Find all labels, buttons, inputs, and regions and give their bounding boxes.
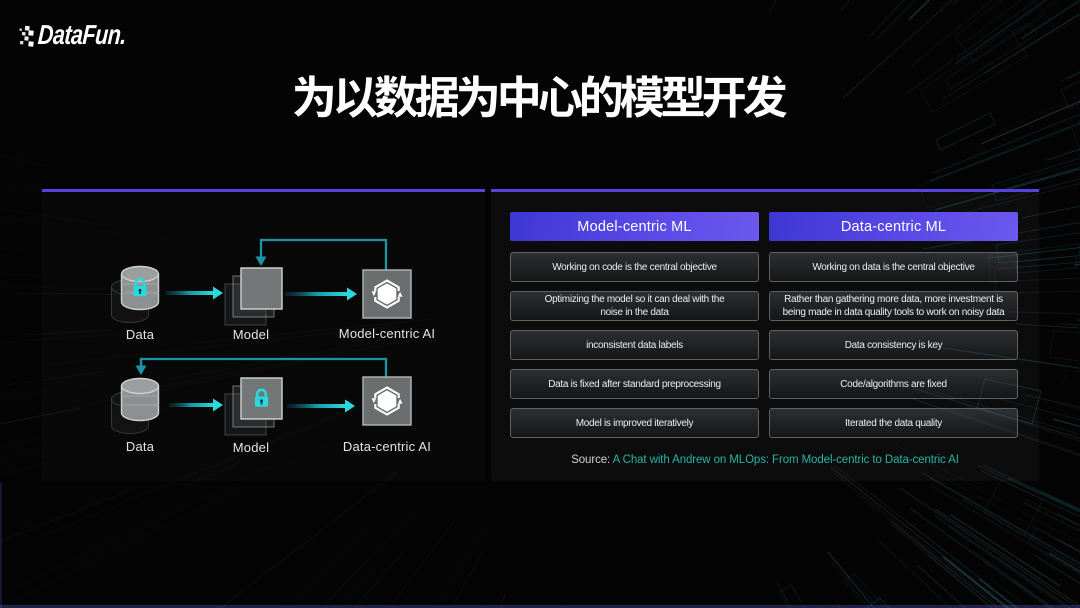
label-model-centric-ai: Model-centric AI — [338, 326, 436, 341]
comparison-cell-text: Rather than gathering more data, more in… — [782, 294, 1005, 318]
lock-icon — [254, 388, 269, 407]
comparison-cell-text: Code/algorithms are fixed — [840, 378, 947, 390]
comparison-cell-text: inconsistent data labels — [586, 339, 683, 351]
datafun-logo: DataFun. — [17, 19, 128, 51]
source-prefix: Source: — [571, 454, 611, 466]
comparison-cell-text: Iterated the data quality — [844, 417, 943, 429]
comparison-cell: Model is improved iteratively — [510, 408, 759, 438]
lock-icon — [133, 278, 147, 297]
header-model-centric-ml: Model-centric ML — [510, 212, 759, 241]
ai-hexagon-icon — [371, 386, 403, 416]
comparison-cell: inconsistent data labels — [510, 330, 759, 360]
feedback-arrow — [135, 357, 388, 378]
label-model-2: Model — [232, 440, 270, 455]
comparison-cell: Optimizing the model so it can deal with… — [510, 291, 759, 321]
database-icon — [111, 377, 160, 434]
source-link[interactable]: A Chat with Andrew on MLOps: From Model-… — [612, 454, 959, 466]
left-edge-glow — [0, 483, 2, 608]
bottom-edge-glow — [0, 605, 1080, 608]
comparison-cell: Rather than gathering more data, more in… — [769, 291, 1018, 321]
comparison-cell-text: Data consistency is key — [844, 339, 943, 351]
source-line: Source: A Chat with Andrew on MLOps: Fro… — [491, 454, 1039, 466]
label-model-1: Model — [232, 327, 270, 342]
model-centric-ai-icon — [362, 269, 412, 319]
comparison-cell: Working on code is the central objective — [510, 252, 759, 282]
comparison-cell-text: Optimizing the model so it can deal with… — [544, 294, 725, 318]
comparison-panel: Model-centric ML Data-centric ML Working… — [491, 189, 1039, 481]
comparison-cell-text: Working on code is the central objective — [552, 261, 717, 273]
model-icon — [224, 377, 283, 436]
database-icon — [111, 265, 160, 323]
diagram-panel: Data Model Model-centric AI Data Model D… — [42, 189, 485, 481]
label-data-1: Data — [125, 327, 155, 342]
label-data-2: Data — [125, 439, 155, 454]
header-data-centric-ml: Data-centric ML — [769, 212, 1018, 241]
comparison-cell: Data is fixed after standard preprocessi… — [510, 369, 759, 399]
comparison-cell: Data consistency is key — [769, 330, 1018, 360]
page-title-svg — [294, 75, 787, 118]
flow-arrow — [287, 399, 355, 413]
model-icon — [224, 267, 283, 326]
page-title: 为以数据为中心的模型开发 — [294, 75, 787, 118]
logo-pixels-icon — [19, 25, 34, 47]
flow-arrow — [165, 286, 223, 300]
data-centric-ai-icon — [362, 376, 412, 426]
comparison-cell-text: Working on data is the central objective — [812, 261, 975, 273]
comparison-cell: Iterated the data quality — [769, 408, 1018, 438]
flow-arrow — [285, 287, 357, 301]
comparison-cell: Working on data is the central objective — [769, 252, 1018, 282]
feedback-arrow — [255, 238, 388, 271]
label-data-centric-ai: Data-centric AI — [342, 439, 432, 454]
comparison-cell: Code/algorithms are fixed — [769, 369, 1018, 399]
logo-text: DataFun. — [36, 19, 128, 51]
comparison-cell-text: Model is improved iteratively — [575, 417, 694, 429]
comparison-cell-text: Data is fixed after standard preprocessi… — [548, 378, 721, 390]
ai-hexagon-icon — [371, 279, 403, 309]
flow-diagram — [111, 238, 412, 436]
flow-arrow — [169, 398, 223, 412]
